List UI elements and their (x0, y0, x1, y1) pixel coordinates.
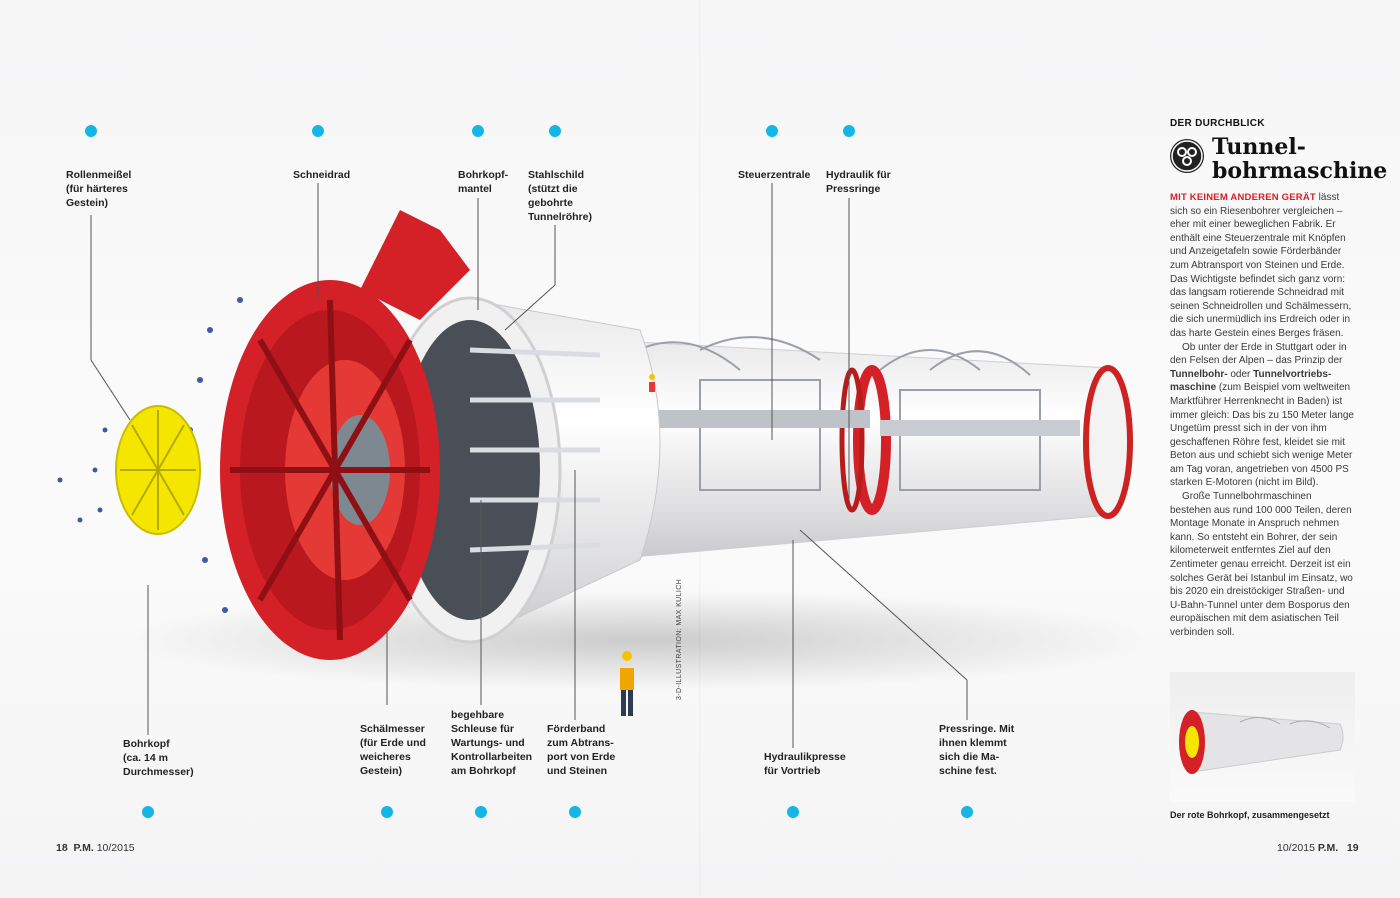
callout-dot-schleuse (475, 806, 487, 818)
paragraph-2: Ob unter der Erde in Stuttgart oder in d… (1170, 341, 1355, 491)
callout-dot-hydraulikpresse (787, 806, 799, 818)
worker-figure (620, 651, 634, 716)
callout-dot-pressringe (961, 806, 973, 818)
label-rollenmeissel: Rollenmeißel (für härteres Gestein) (66, 169, 132, 209)
callout-dot-schaelmesser (381, 806, 393, 818)
folio-right-page: 19 (1346, 842, 1359, 854)
folio-left: 18 P.M. 10/2015 (56, 842, 135, 854)
illustration-credit: 3-D-ILLUSTRATION: MAX KULICH (676, 578, 683, 700)
thumbnail-assembled-head (1170, 672, 1355, 802)
label-steuerzentrale: Steuerzentrale (738, 169, 811, 181)
callout-dot-bohrkopfmantel (472, 125, 484, 137)
sidebar-body: MIT KEINEM ANDEREN GERÄT lässt sich so e… (1170, 191, 1355, 640)
callout-dot-steuerzentrale (766, 125, 778, 137)
label-schneidrad: Schneidrad (293, 169, 351, 181)
label-pressringe: Pressringe. Mit ihnen klemmt sich die Ma… (939, 723, 1015, 777)
sidebar-title: Tunnel- bohrmaschine (1212, 135, 1387, 183)
sidebar-article: DER DURCHBLICK Tunnel- bohrmaschine MIT … (1170, 118, 1387, 640)
sidebar-kicker: DER DURCHBLICK (1170, 118, 1265, 129)
p2-text-c: (zum Beispiel vom weltweiten Marktführer… (1170, 382, 1354, 489)
folio-left-issue: 10/2015 (96, 842, 135, 854)
roller-cutter-spokes (120, 410, 196, 530)
label-bohrkopf: Bohrkopf (ca. 14 m Durchmesser) (123, 738, 194, 778)
cutting-wheel (220, 210, 470, 660)
label-bohrkopfmantel: Bohrkopf- mantel (458, 169, 509, 195)
shield-interior (400, 320, 540, 620)
title-line-2: bohrmaschine (1212, 158, 1388, 184)
label-schleuse: begehbare Schleuse für Wartungs- und Kon… (451, 709, 533, 777)
paragraph-1-text: lässt sich so ein Riesenbohrer vergleich… (1170, 192, 1352, 339)
pressring-mid (853, 365, 891, 515)
platform (610, 410, 870, 428)
callout-dot-rollenmeissel (85, 125, 97, 137)
p2-bold-b: Tunnelvortriebs-maschine (1170, 368, 1332, 394)
label-schaelmesser: Schälmesser (für Erde und weicheres Gest… (360, 723, 426, 777)
scattered-cutters (57, 297, 243, 613)
leader-lines (90, 183, 968, 748)
label-hydraulikpresse: Hydraulikpresse für Vortrieb (764, 751, 846, 777)
pressring-rear (1083, 365, 1133, 519)
p2-text-a: Ob unter der Erde in Stuttgart oder in d… (1170, 341, 1347, 367)
folio-left-page: 18 (56, 842, 68, 854)
callout-dot-bohrkopf (142, 806, 154, 818)
folio-right-issue: 10/2015 (1277, 842, 1315, 854)
gears-icon (1170, 139, 1204, 173)
paragraph-3: Große Tunnelbohrmaschinen bestehen aus r… (1170, 491, 1353, 638)
p2-bold-a: Tunnelbohr- (1170, 368, 1228, 380)
label-foerderband: Förderband zum Abtrans- port von Erde un… (547, 723, 616, 777)
callout-dot-schneidrad (312, 125, 324, 137)
callout-dot-foerderband (569, 806, 581, 818)
p2-text-b: oder (1227, 368, 1254, 380)
paragraph-1: MIT KEINEM ANDEREN GERÄT lässt sich so e… (1170, 191, 1355, 341)
shield-pistons (469, 347, 601, 553)
title-row: Tunnel- bohrmaschine (1170, 135, 1387, 183)
lead-in: MIT KEINEM ANDEREN GERÄT (1170, 192, 1316, 203)
worker-small-figure (649, 374, 655, 392)
title-line-1: Tunnel- (1212, 134, 1306, 160)
thumbnail-caption: Der rote Bohrkopf, zusammengesetzt (1170, 810, 1330, 820)
folio-left-mag: P.M. (73, 842, 94, 854)
callout-dot-stahlschild (549, 125, 561, 137)
folio-right: 10/2015 P.M. 19 (1277, 842, 1359, 854)
label-stahlschild: Stahlschild (stützt die gebohrte Tunnelr… (528, 169, 592, 223)
folio-right-mag: P.M. (1317, 842, 1339, 854)
callout-dot-hydraulik (843, 125, 855, 137)
label-hydraulik: Hydraulik für Pressringe (826, 169, 891, 195)
